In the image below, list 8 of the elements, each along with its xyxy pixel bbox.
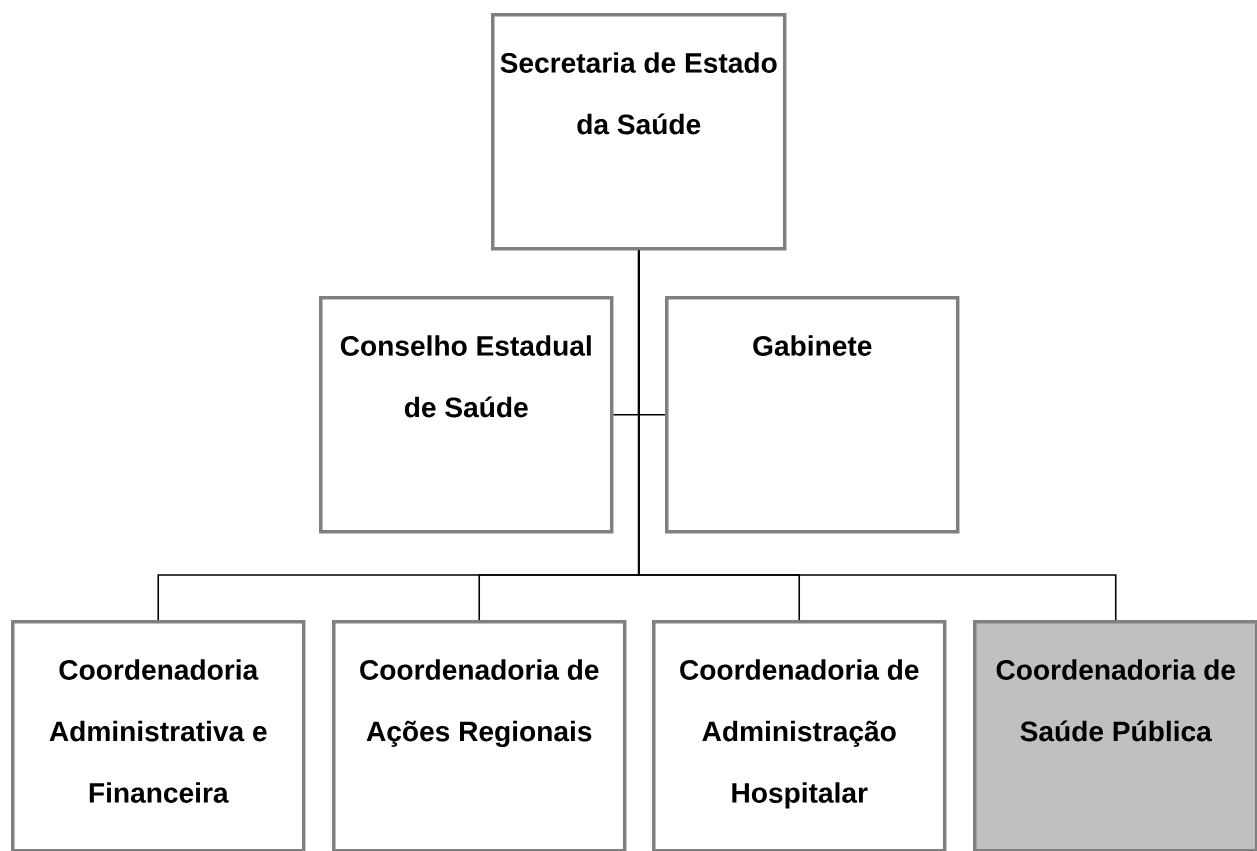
org-box: Conselho Estadual de Saúde <box>319 296 614 534</box>
org-box: Coordenadoria de Administração Hospitalar <box>652 620 947 851</box>
org-box: Secretaria de Estado da Saúde <box>491 13 787 251</box>
org-box: Coordenadoria de Ações Regionais <box>332 620 627 851</box>
connector-line <box>637 249 1117 621</box>
org-box: Gabinete <box>665 296 960 534</box>
org-box: Coordenadoria Administrativa e Financeira <box>11 620 306 851</box>
org-box: Coordenadoria de Saúde Pública <box>973 620 1257 851</box>
